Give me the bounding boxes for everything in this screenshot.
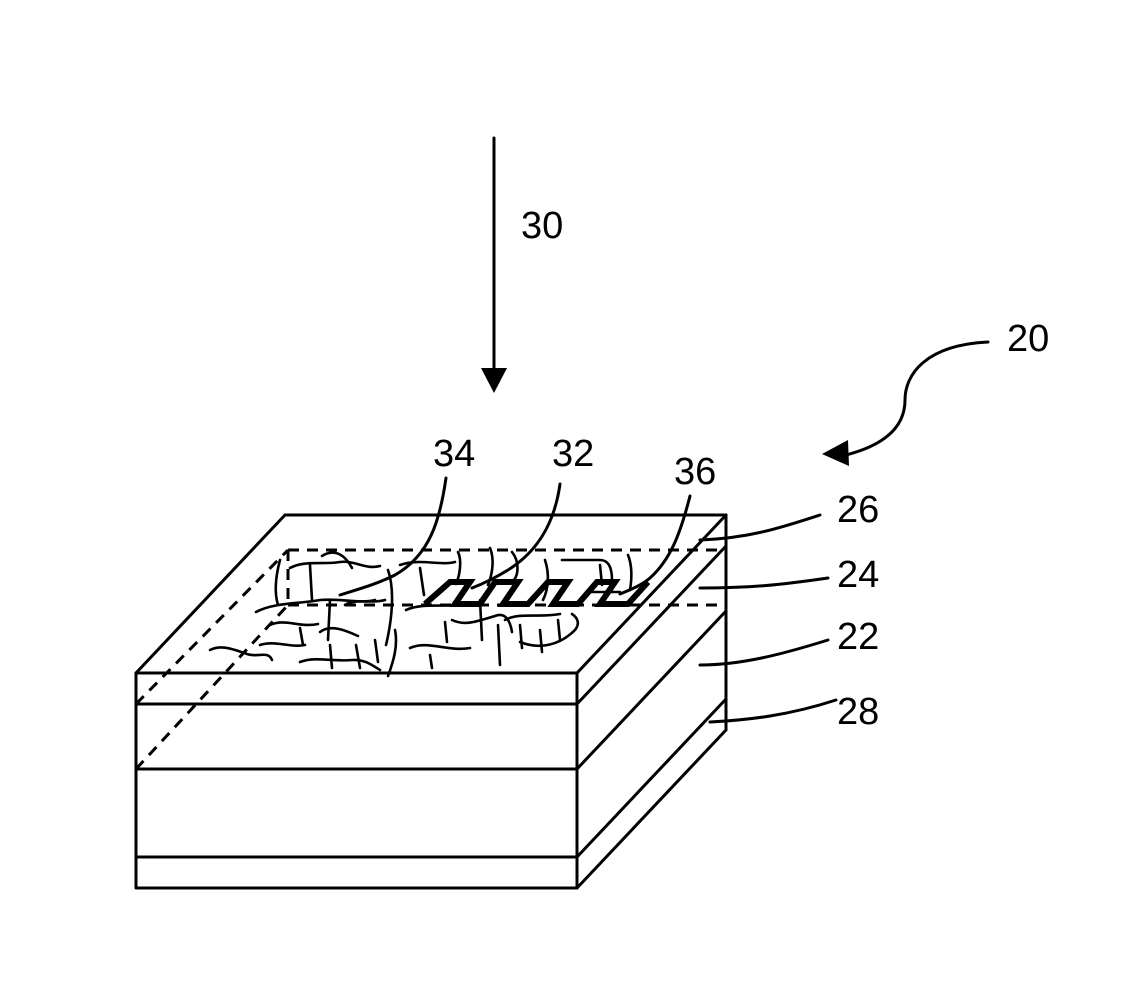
label-36: 36: [674, 451, 716, 493]
fiber-network: [210, 548, 631, 676]
label-20: 20: [1007, 318, 1049, 360]
device-arrow: [822, 342, 988, 466]
incident-beam-arrow: [481, 138, 507, 393]
layered-block: [136, 515, 726, 888]
label-24: 24: [837, 554, 879, 596]
label-32: 32: [552, 433, 594, 475]
label-22: 22: [837, 616, 879, 658]
label-30: 30: [521, 205, 563, 247]
label-28: 28: [837, 691, 879, 733]
label-34: 34: [433, 433, 475, 475]
label-26: 26: [837, 489, 879, 531]
